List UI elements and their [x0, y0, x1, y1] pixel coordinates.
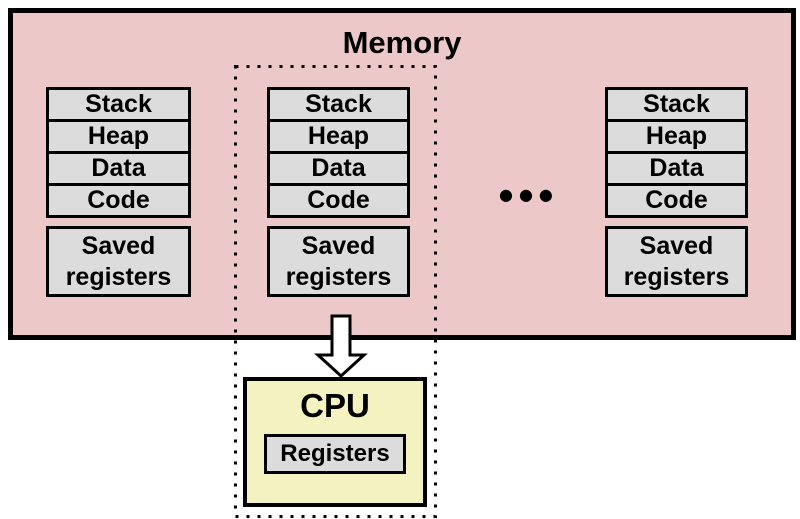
segment-data: Data: [605, 151, 748, 186]
segment-code: Code: [605, 183, 748, 218]
cpu-registers-box: Registers: [264, 434, 406, 474]
segment-code: Code: [46, 183, 191, 218]
cpu-box: CPU Registers: [243, 377, 427, 507]
segment-data: Data: [267, 151, 410, 186]
saved-registers-box: Saved registers: [605, 226, 748, 297]
segment-code: Code: [267, 183, 410, 218]
process-column-n: Stack Heap Data Code Saved registers: [605, 87, 748, 297]
segment-heap: Heap: [605, 119, 748, 154]
saved-registers-box: Saved registers: [46, 226, 191, 297]
saved-registers-box: Saved registers: [267, 226, 410, 297]
segment-data: Data: [46, 151, 191, 186]
segment-heap: Heap: [267, 119, 410, 154]
cpu-label: CPU: [300, 387, 370, 424]
memory-title: Memory: [342, 25, 462, 60]
memory-region: Memory Stack Heap Data Code Saved regist…: [8, 8, 796, 340]
segment-stack: Stack: [267, 87, 410, 122]
more-processes-ellipsis-icon: ●●●: [499, 185, 559, 204]
process-column-1: Stack Heap Data Code Saved registers: [46, 87, 191, 297]
segment-heap: Heap: [46, 119, 191, 154]
process-column-2-current: Stack Heap Data Code Saved registers: [267, 87, 410, 297]
segment-stack: Stack: [46, 87, 191, 122]
segment-stack: Stack: [605, 87, 748, 122]
